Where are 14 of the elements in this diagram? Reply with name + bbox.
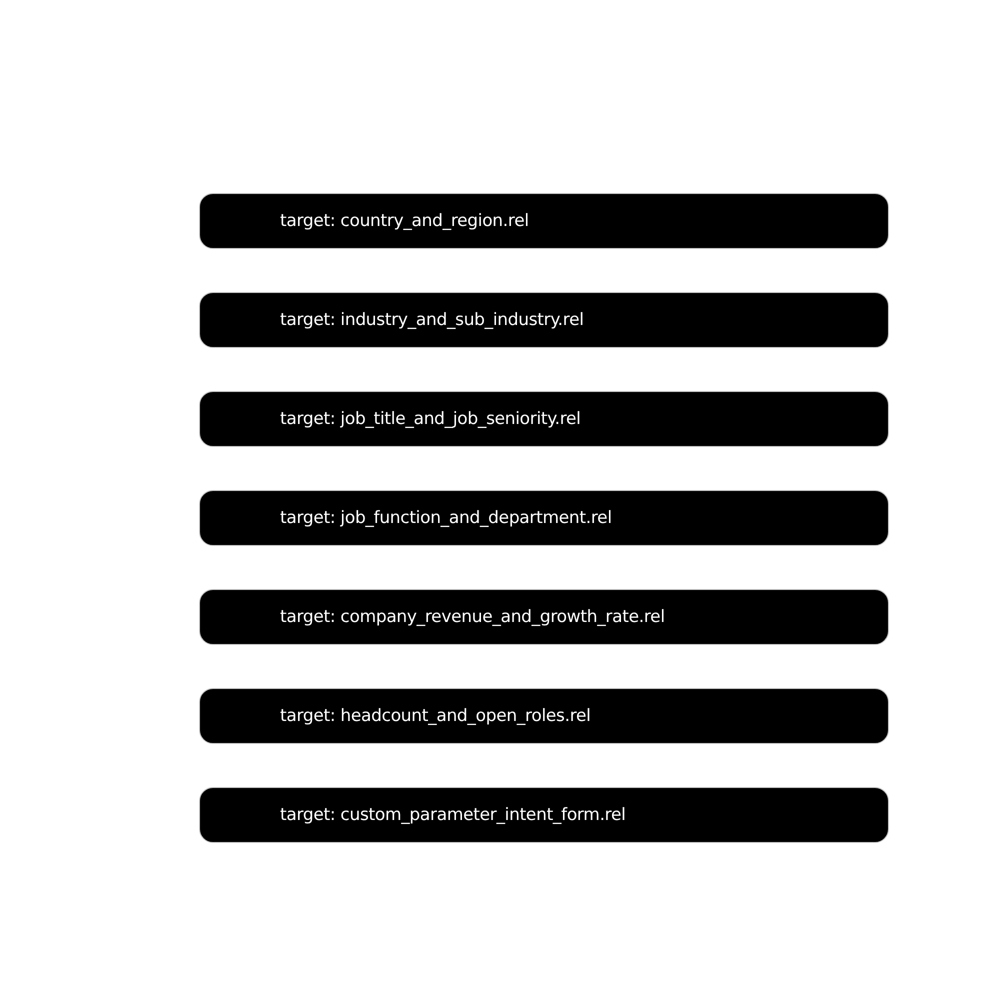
target-label: target: headcount_and_open_roles.rel	[280, 705, 591, 728]
target-label: target: industry_and_sub_industry.rel	[280, 309, 584, 332]
target-box	[199, 787, 889, 843]
target-box	[199, 292, 889, 348]
target-box	[199, 490, 889, 546]
target-label: target: custom_parameter_intent_form.rel	[280, 804, 626, 827]
target-box	[199, 391, 889, 447]
target-label: target: country_and_region.rel	[280, 210, 529, 233]
target-box	[199, 589, 889, 645]
target-label: target: company_revenue_and_growth_rate.rel	[280, 606, 665, 629]
target-label: target: job_function_and_department.rel	[280, 507, 612, 530]
target-box	[199, 688, 889, 744]
target-box	[199, 193, 889, 249]
target-label: target: job_title_and_job_seniority.rel	[280, 408, 581, 431]
